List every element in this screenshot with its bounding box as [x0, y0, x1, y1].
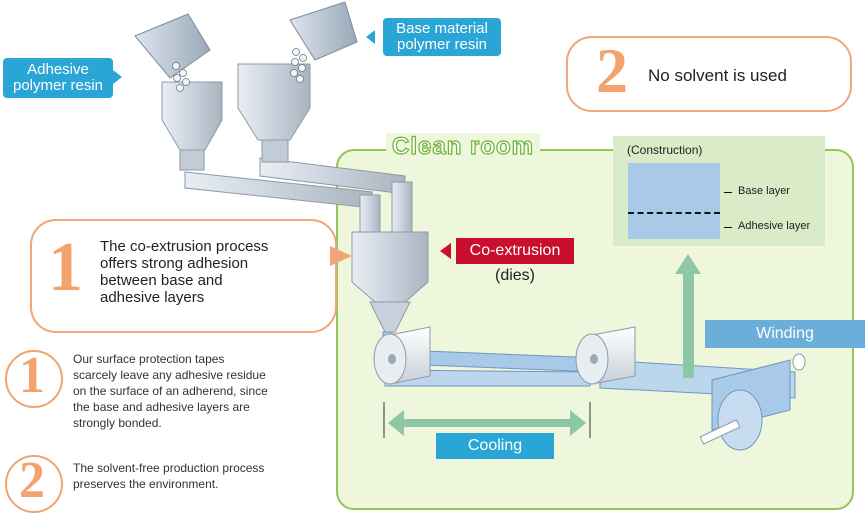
- note-2-line-2: preserves the environment.: [73, 477, 219, 491]
- co-extrusion-die: [351, 231, 429, 333]
- hopper-base: [237, 63, 311, 163]
- winding-up-arrow: [675, 254, 701, 378]
- base-resin-label: Base material polymer resin: [383, 18, 501, 56]
- clean-room-title: Clean room: [386, 132, 541, 161]
- dies-label: (dies): [495, 267, 536, 284]
- note-1-number: 1: [19, 347, 45, 404]
- hopper-adhesive: [161, 81, 223, 171]
- co-extrusion-line-4: adhesive layers: [100, 289, 205, 306]
- base-resin-line-2: polymer resin: [396, 36, 488, 53]
- co-extrusion-number: 1: [48, 229, 83, 306]
- note-2-number: 2: [19, 452, 45, 509]
- cooling-label: Cooling: [436, 433, 554, 459]
- note-1-line-4: the base and adhesive layers are: [73, 400, 250, 414]
- co-extrusion-text: The co-extrusion process offers strong a…: [100, 238, 268, 306]
- note-1-text: Our surface protection tapes scarcely le…: [73, 351, 268, 431]
- note-1-line-5: strongly bonded.: [73, 416, 162, 430]
- adhesive-layer-tick: [724, 227, 732, 228]
- base-pointer-icon: [366, 30, 375, 44]
- co-extrusion-line-3: between base and: [100, 272, 223, 289]
- note-2-text: The solvent-free production process pres…: [73, 460, 264, 492]
- construction-layers: [628, 163, 720, 239]
- base-layer-label: Base layer: [738, 185, 790, 197]
- feed-pipes: [184, 157, 413, 233]
- construction-title: (Construction): [627, 143, 703, 157]
- adhesive-resin-line-1: Adhesive: [27, 61, 89, 78]
- callout-tail: [330, 246, 352, 266]
- note-2-circle: [5, 455, 63, 513]
- base-resin-line-1: Base material: [396, 20, 488, 37]
- cooling-span-arrow: [383, 402, 591, 438]
- co-extrusion-callout: [30, 219, 337, 333]
- no-solvent-number: 2: [596, 35, 628, 106]
- base-layer-tick: [724, 192, 732, 193]
- co-extrusion-label: Co-extrusion: [456, 238, 574, 264]
- note-1-line-2: scarcely leave any adhesive residue: [73, 368, 266, 382]
- adhesive-resin-line-2: polymer resin: [12, 77, 104, 94]
- cooling-roller-2: [575, 326, 636, 385]
- co-extrusion-pointer-icon: [440, 243, 451, 259]
- note-1-line-3: on the surface of an adherend, since: [73, 384, 268, 398]
- winding-roll: [699, 353, 806, 451]
- note-1-line-1: Our surface protection tapes: [73, 352, 225, 366]
- adhesive-pointer-icon: [113, 70, 122, 84]
- no-solvent-text: No solvent is used: [648, 66, 787, 85]
- adhesive-layer-label: Adhesive layer: [738, 220, 811, 232]
- note-1-circle: [5, 350, 63, 408]
- co-extrusion-line-2: offers strong adhesion: [100, 255, 249, 272]
- cooling-roller-1: [373, 326, 431, 385]
- co-extrusion-line-1: The co-extrusion process: [100, 238, 269, 255]
- bucket-adhesive-resin: [134, 13, 211, 92]
- winding-label: Winding: [705, 320, 865, 348]
- layer-separator: [628, 212, 720, 214]
- no-solvent-callout: [566, 36, 852, 112]
- note-2-line-1: The solvent-free production process: [73, 461, 265, 475]
- bucket-base-resin: [289, 1, 358, 83]
- adhesive-resin-label: Adhesive polymer resin: [3, 58, 113, 98]
